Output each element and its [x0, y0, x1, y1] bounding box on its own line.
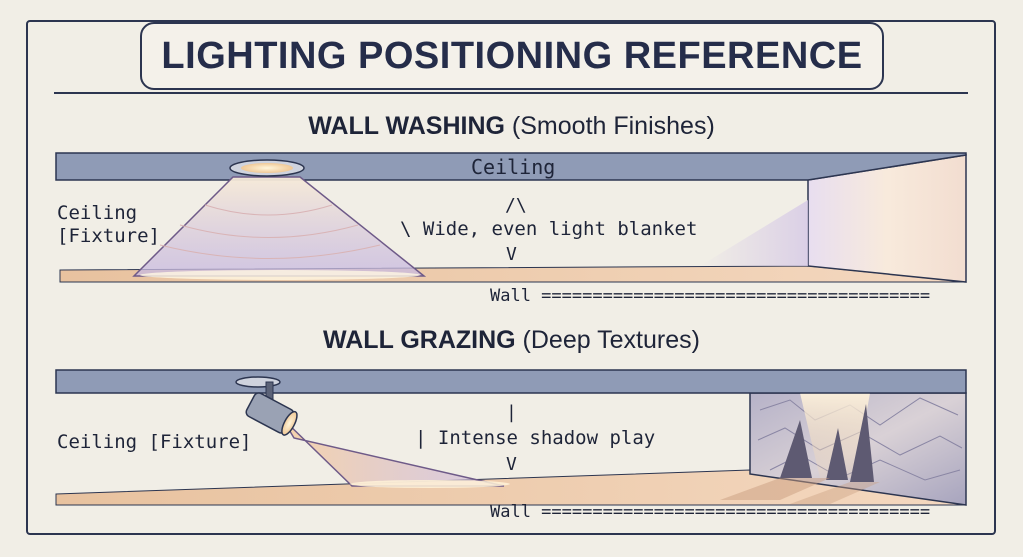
wall-washing-heading: WALL WASHING (Smooth Finishes) [0, 112, 1023, 141]
wall-grazing-heading-rest: (Deep Textures) [515, 326, 700, 354]
fixture-label-line1: Ceiling [57, 202, 138, 224]
fixture-label-2: Ceiling [Fixture] [57, 431, 252, 453]
wall-grazing-scene [55, 369, 967, 506]
arrow-up-2: | [506, 402, 517, 423]
arrow-up: /\ [505, 195, 527, 216]
fixture-label: Ceiling[Fixture] [57, 202, 160, 248]
diagram-frame [26, 20, 996, 535]
title-box: LIGHTING POSITIONING REFERENCE [140, 22, 884, 90]
shadow-spike [850, 404, 874, 482]
fixture-label-line2: [Fixture] [57, 225, 160, 247]
wall-washing-heading-bold: WALL WASHING [308, 112, 505, 140]
graze-annotation: | Intense shadow play [415, 427, 656, 449]
wall-grazing-heading: WALL GRAZING (Deep Textures) [0, 326, 1023, 355]
shadow-spike [780, 420, 812, 478]
wash-annotation: \ Wide, even light blanket [400, 218, 698, 240]
wall-washing-heading-rest: (Smooth Finishes) [504, 112, 715, 140]
page-title: LIGHTING POSITIONING REFERENCE [161, 34, 863, 77]
shadow-spike [826, 428, 848, 480]
arrow-down-2: V [506, 454, 517, 475]
ceiling-slab-2 [55, 369, 967, 394]
title-divider [54, 92, 968, 94]
wall-label: Wall ===================================… [490, 286, 931, 306]
wall-light-spill [700, 200, 808, 266]
ceiling-label: Ceiling [471, 155, 556, 179]
wall-washing-scene [55, 152, 967, 283]
wall-label-2: Wall ===================================… [490, 502, 931, 522]
track-spotlight-fixture [245, 392, 298, 436]
wall-grazing-heading-bold: WALL GRAZING [323, 326, 516, 354]
wash-light-beam [132, 176, 427, 277]
arrow-down: V [506, 244, 517, 265]
